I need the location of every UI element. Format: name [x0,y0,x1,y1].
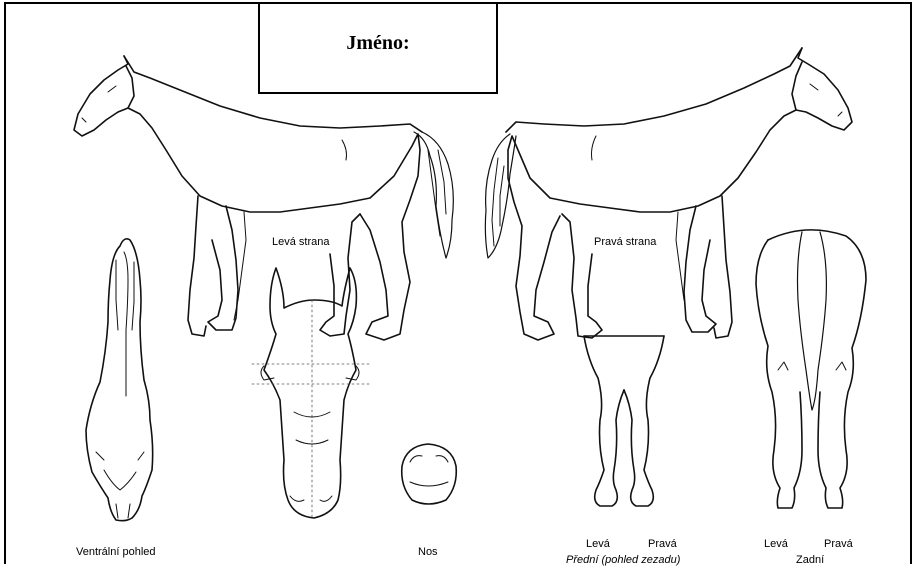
label-nose: Nos [418,546,438,558]
label-front-left: Levá [586,538,610,550]
horse-front-legs-icon [584,336,664,506]
label-right-side: Pravá strana [594,236,656,248]
label-front-right: Pravá [648,538,677,550]
horse-left-side-icon [74,56,453,340]
horse-ventral-icon [86,239,153,521]
horse-hind-view-icon [756,230,866,508]
horse-right-side-icon [485,48,852,340]
label-hind-left: Levá [764,538,788,550]
horse-head-front-icon [252,268,372,520]
horse-nose-icon [402,444,457,504]
label-hind-caption: Zadní [796,554,824,566]
label-hind-right: Pravá [824,538,853,550]
label-left-side: Levá strana [272,236,329,248]
label-ventral: Ventrální pohled [76,546,156,558]
label-front-caption: Přední (pohled zezadu) [566,554,680,566]
